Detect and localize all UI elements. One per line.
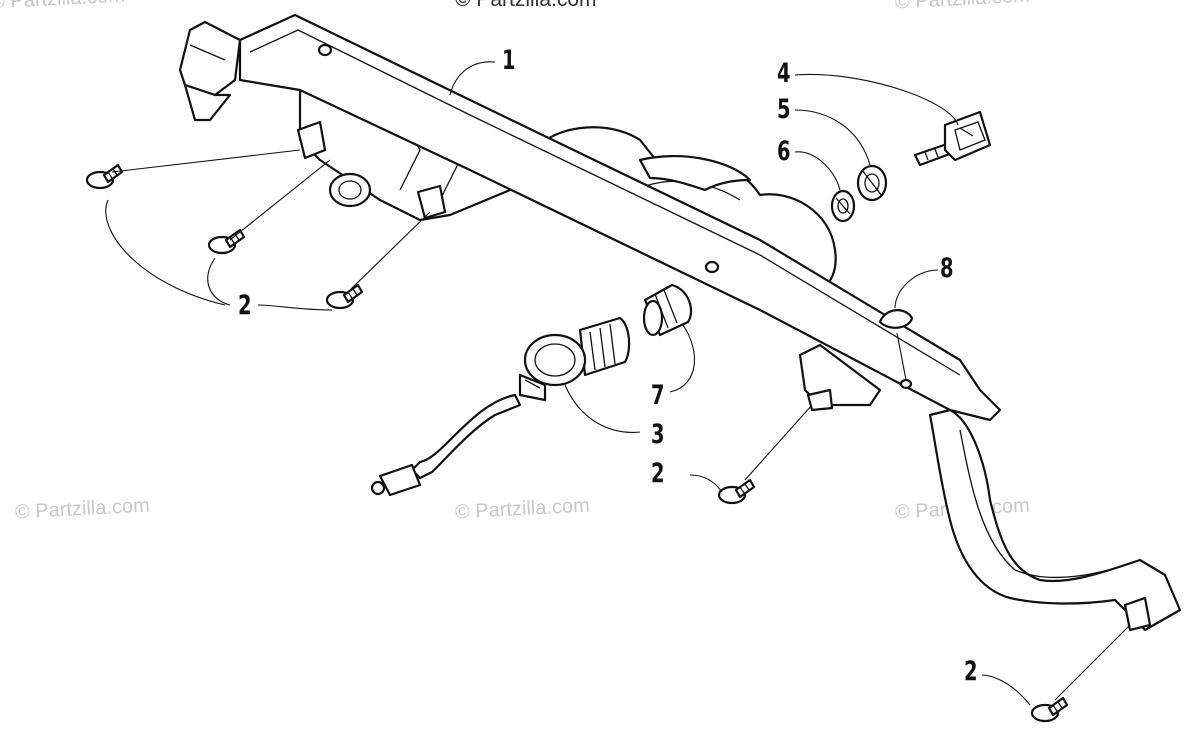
watermark-top: © Partzilla.com <box>455 0 597 12</box>
callout-8: 8 <box>940 253 954 284</box>
screw-1 <box>85 163 124 190</box>
callout-2-center: 2 <box>651 458 665 489</box>
screw-3 <box>325 283 364 310</box>
screw-5 <box>1030 696 1069 723</box>
boot <box>642 283 693 337</box>
callout-4: 4 <box>777 58 791 89</box>
callout-7: 7 <box>651 380 665 411</box>
callout-2-right: 2 <box>964 656 978 687</box>
switch-nut <box>856 164 888 202</box>
callout-3: 3 <box>651 419 665 450</box>
callout-2-left: 2 <box>238 290 252 321</box>
screw-2 <box>207 228 246 255</box>
ignition-switch <box>370 316 631 497</box>
console-cover <box>178 13 1182 632</box>
callout-5: 5 <box>777 94 791 125</box>
plug <box>878 309 914 329</box>
lock-washer <box>830 189 856 223</box>
callout-1: 1 <box>502 45 516 76</box>
leader-lines <box>105 61 1131 706</box>
key <box>913 110 992 167</box>
callout-6: 6 <box>777 136 791 167</box>
screw-4 <box>717 478 756 505</box>
